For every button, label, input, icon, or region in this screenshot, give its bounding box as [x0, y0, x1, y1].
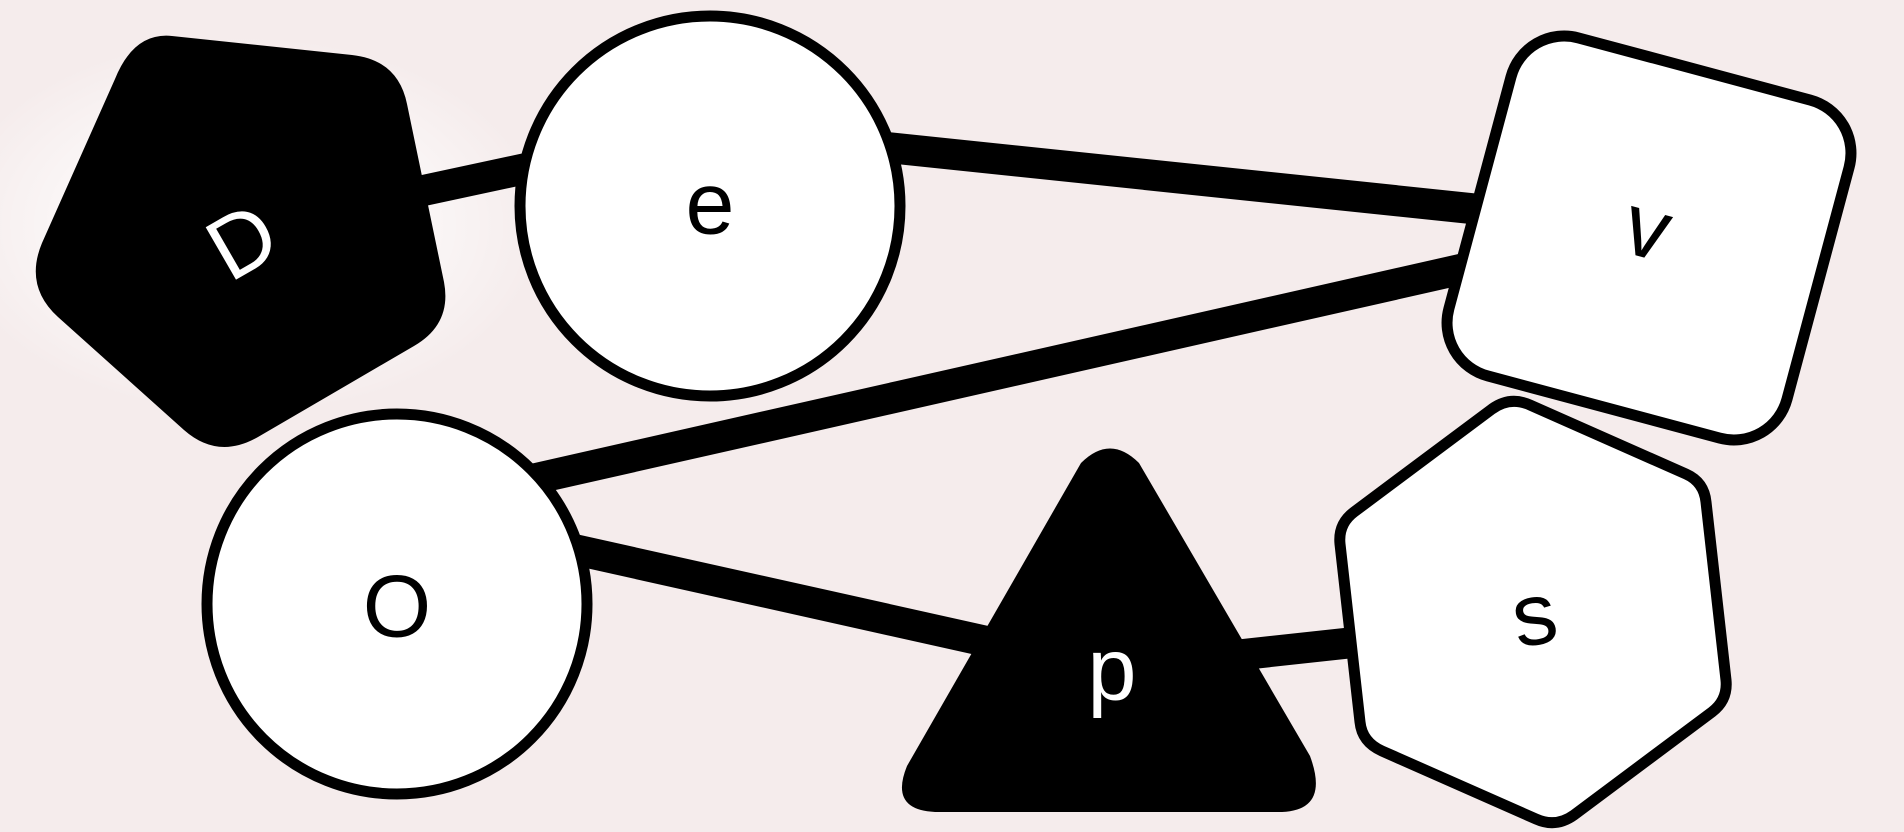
edge-v-o — [393, 211, 1652, 526]
node-p-shape — [901, 448, 1316, 812]
nodes-layer: D e v O p s — [35, 10, 1864, 829]
node-p-label: p — [1088, 620, 1137, 719]
node-o-shape — [201, 408, 593, 800]
node-d[interactable]: D — [35, 35, 446, 447]
node-s-shape — [1334, 395, 1732, 829]
node-s[interactable]: s — [1334, 395, 1732, 829]
node-v-shape — [1441, 30, 1857, 446]
node-e-shape — [514, 10, 906, 402]
node-o-label: O — [363, 557, 431, 656]
node-e[interactable]: e — [514, 10, 906, 402]
node-o[interactable]: O — [201, 408, 593, 800]
node-p[interactable]: p — [901, 448, 1316, 813]
node-v[interactable]: v — [1435, 24, 1864, 453]
node-d-shape — [35, 35, 446, 447]
node-e-label: e — [686, 154, 735, 253]
